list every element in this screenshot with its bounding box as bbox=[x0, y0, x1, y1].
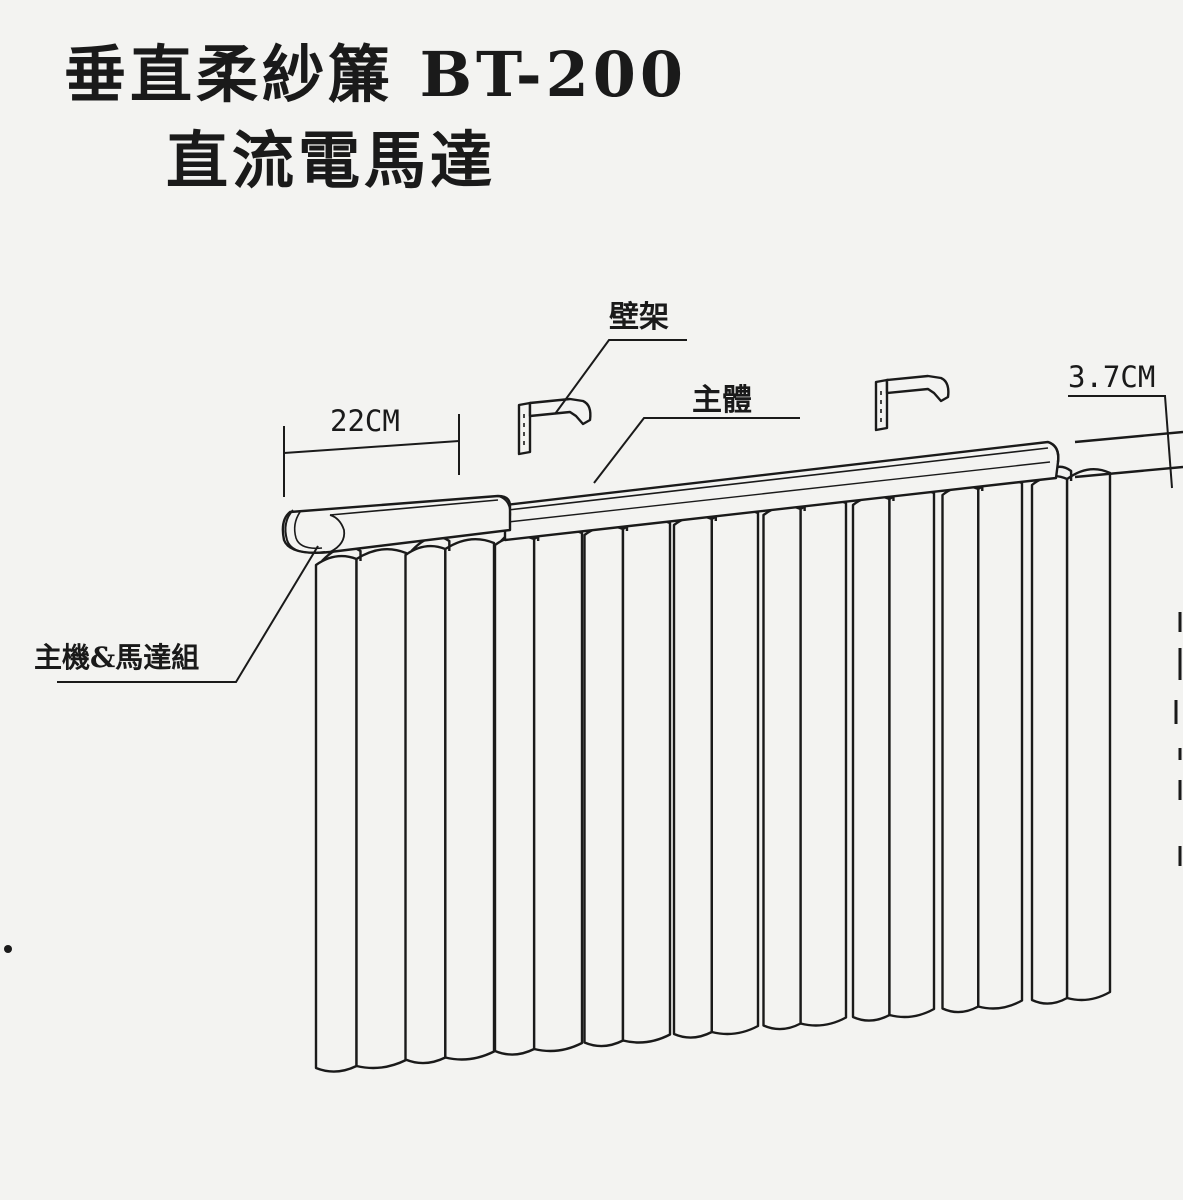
motor-unit-label: 主機&馬達組 bbox=[34, 641, 200, 674]
curtain-blade bbox=[941, 475, 1024, 1014]
curtain-blade bbox=[583, 515, 672, 1048]
curtain-blade bbox=[1030, 465, 1112, 1005]
scan-speck bbox=[4, 945, 12, 953]
wall-bracket-left bbox=[517, 397, 592, 456]
curtain-blade bbox=[404, 535, 496, 1065]
wall-bracket-label: 壁架 bbox=[609, 300, 669, 335]
main-body-label: 主體 bbox=[692, 383, 752, 418]
wall-bracket-right bbox=[874, 374, 950, 432]
rail-body bbox=[503, 440, 1060, 542]
motor-unit bbox=[281, 494, 512, 554]
diagram-title: 垂直柔紗簾 BT-200 bbox=[64, 38, 688, 111]
curtain-blade bbox=[672, 505, 760, 1039]
leader-lines bbox=[57, 339, 800, 683]
dimension-22cm bbox=[283, 414, 460, 497]
rail-height-label: 3.7CM bbox=[1068, 360, 1156, 394]
curtain-blades bbox=[314, 465, 1112, 1073]
motor-width-label: 22CM bbox=[330, 404, 400, 438]
curtain-blade bbox=[314, 545, 408, 1073]
curtain-blade bbox=[762, 495, 848, 1031]
curtain-blade bbox=[851, 485, 936, 1022]
curtain-blade bbox=[493, 525, 584, 1056]
edge-marks bbox=[1174, 612, 1182, 866]
rail-end bbox=[1074, 430, 1183, 479]
diagram-subtitle: 直流電馬達 bbox=[166, 124, 497, 197]
dimension-3-7cm bbox=[1068, 395, 1173, 489]
